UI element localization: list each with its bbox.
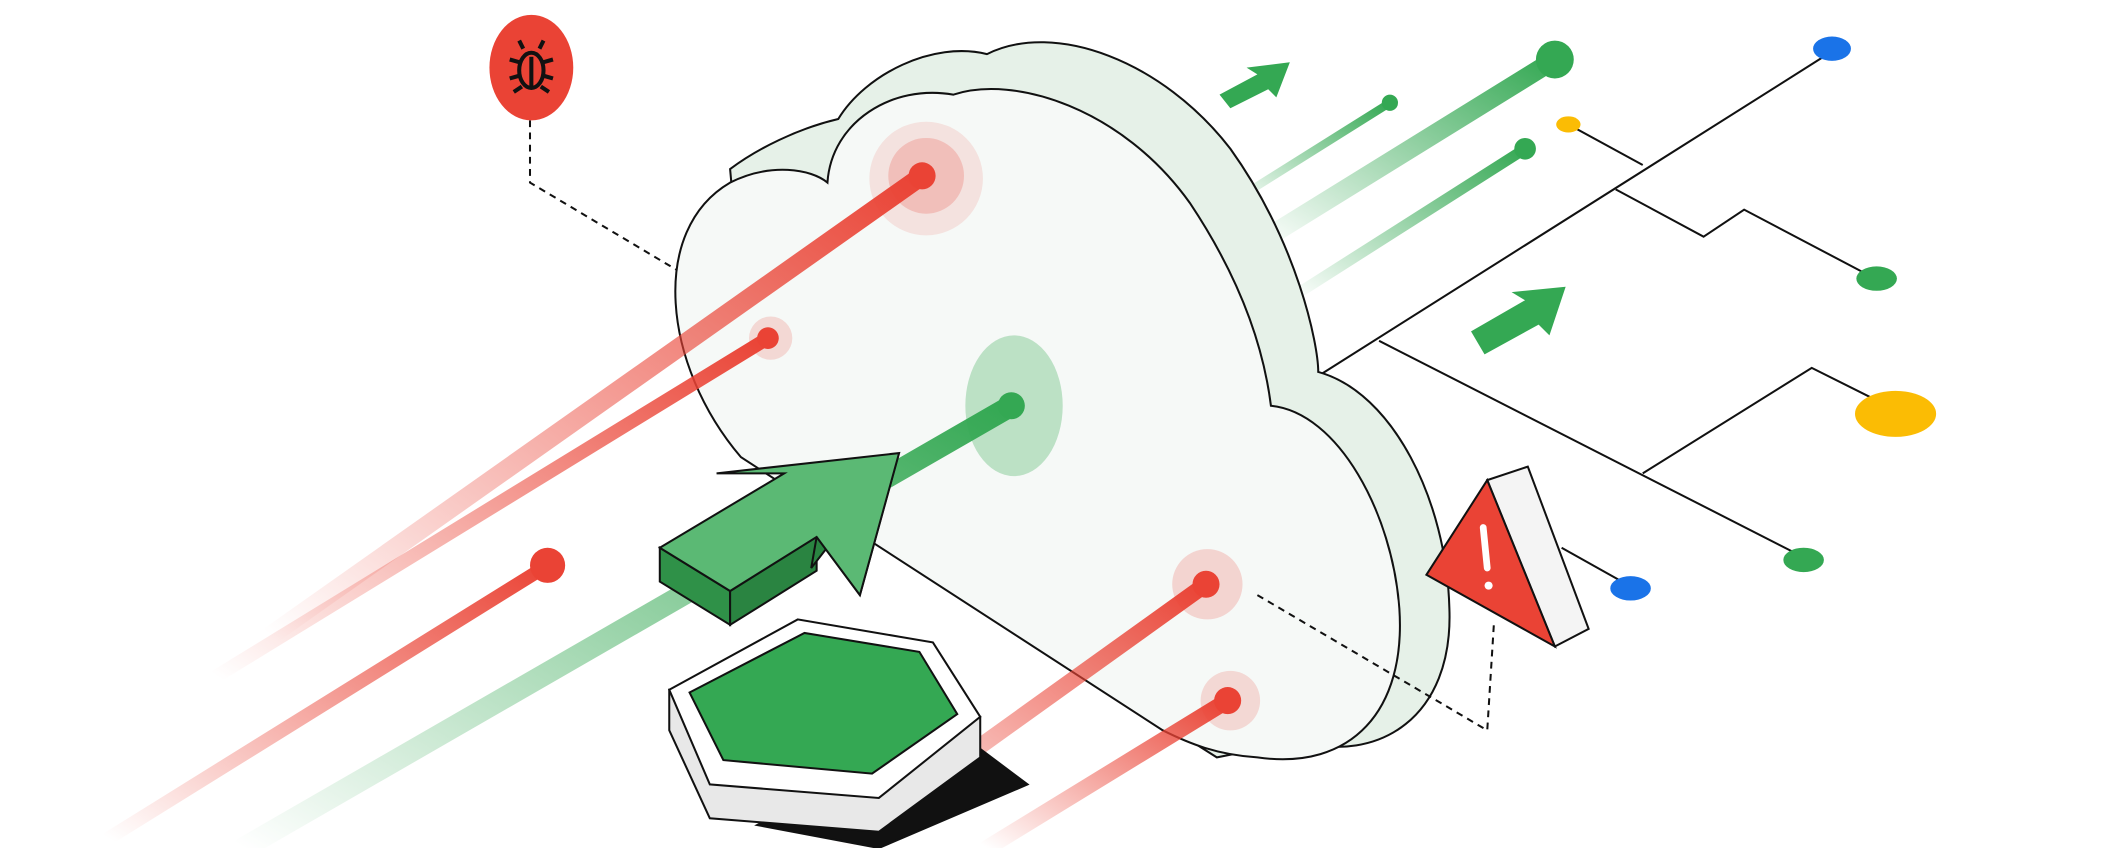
outgoing-green-beams — [1226, 40, 1574, 303]
warning-icon — [1424, 465, 1590, 649]
node-blue — [1813, 36, 1851, 61]
arrow-icon-small — [1219, 62, 1566, 355]
shield-icon — [667, 618, 1030, 848]
cloud-icon — [674, 88, 1401, 761]
network-nodes — [1556, 36, 1937, 601]
dashed-line-lower — [1256, 594, 1496, 733]
node-blue-2 — [1610, 576, 1651, 601]
node-yellow — [1855, 390, 1937, 437]
node-green-2 — [1783, 547, 1824, 573]
node-green — [1856, 266, 1897, 291]
node-yellow-small — [1556, 116, 1581, 133]
bug-dashed-line — [528, 108, 758, 319]
bug-icon — [489, 14, 574, 121]
network-lines — [1317, 50, 1894, 587]
arrow-icon — [657, 451, 901, 627]
